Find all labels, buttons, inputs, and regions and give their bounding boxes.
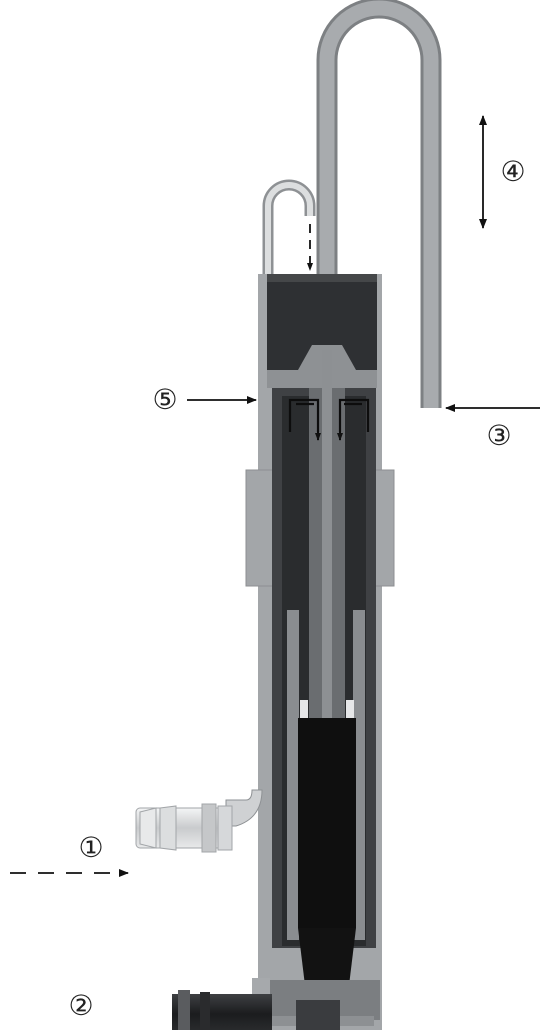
label-5: ⑤	[152, 383, 178, 416]
inner-tubes	[300, 350, 354, 720]
hook-tube	[262, 179, 316, 790]
upper-siphon-tube	[316, 0, 442, 460]
label-2: ②	[68, 989, 94, 1022]
label-1: ①	[78, 831, 104, 864]
bottom-fitting	[172, 978, 380, 1030]
core-piston	[298, 718, 356, 1010]
label-3: ③	[486, 419, 512, 452]
inlet-nozzle	[135, 789, 263, 853]
label-4: ④	[500, 155, 526, 188]
